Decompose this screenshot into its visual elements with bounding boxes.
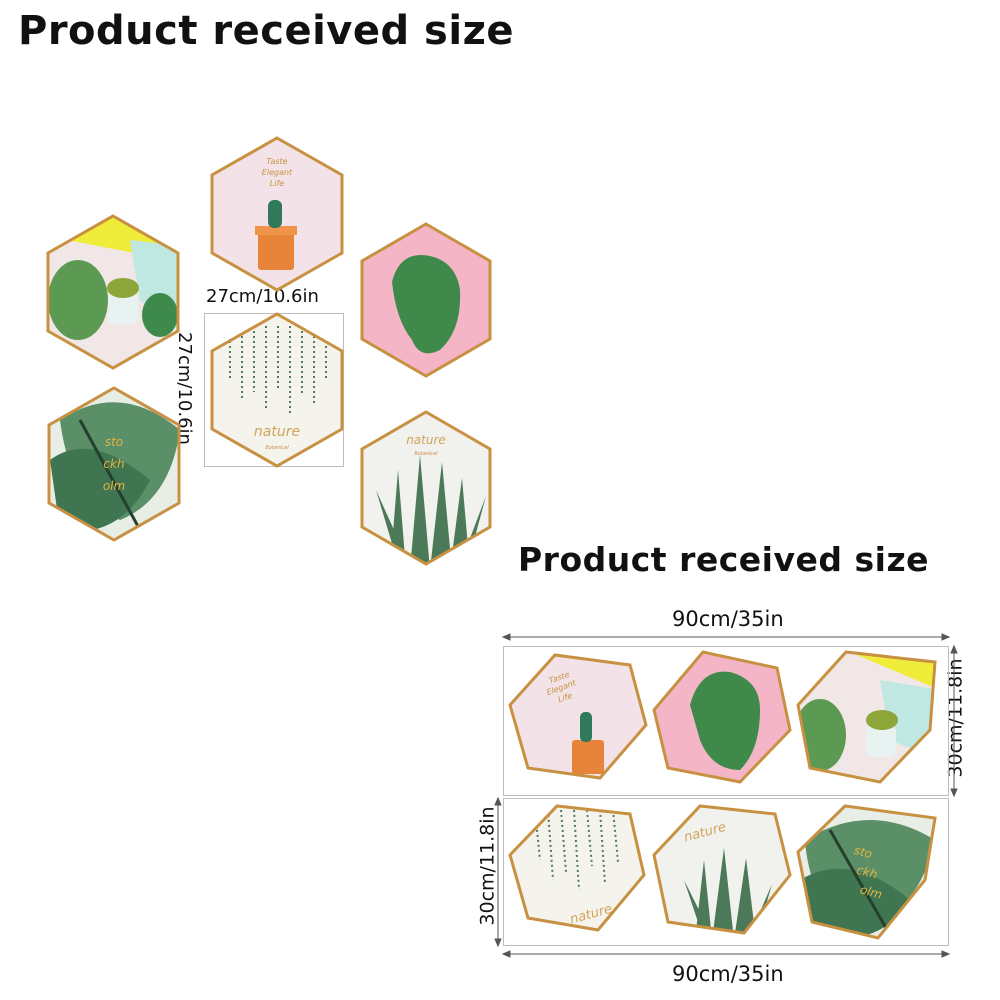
hex-panel-stockholm-leaf — [47, 386, 181, 542]
set-stockholm-2: ckh — [855, 863, 879, 882]
set-hex-succulent-yellow — [796, 650, 937, 784]
set-height-line-right — [950, 644, 958, 798]
nature-text-snake: nature — [406, 433, 446, 447]
stockholm-text-3: olm — [103, 479, 125, 493]
hex-panel-cactus-pot — [210, 136, 344, 292]
hex-panel-cactus-pink — [360, 222, 492, 378]
single-width-label: 27cm/10.6in — [206, 286, 319, 307]
set-width-line-bottom — [501, 950, 951, 958]
set-row-bottom-outline — [503, 798, 949, 946]
taste-text-line2: Elegant — [262, 168, 293, 177]
stockholm-text-1: sto — [105, 435, 123, 449]
nature-text-single: nature — [254, 424, 300, 440]
hex-panel-hanging-vine — [210, 312, 344, 468]
set-hex-stockholm-leaf — [796, 804, 937, 940]
set-row-top-outline — [503, 646, 949, 796]
botanical-text-snake: Botanical — [414, 451, 438, 457]
taste-text-line3: Life — [270, 179, 284, 188]
set-width-line-top — [501, 633, 951, 641]
set-height-line-left — [494, 796, 502, 948]
set-hex-cactus-pot — [508, 653, 648, 780]
set-stockholm-1: sto — [852, 843, 873, 861]
section-title: Product received size — [518, 540, 930, 579]
botanical-text-single: Botanical — [265, 445, 289, 451]
set-stockholm-3: olm — [858, 882, 883, 901]
stockholm-text-2: ckh — [103, 457, 124, 471]
page-title: Product received size — [18, 8, 514, 54]
set-hex-cactus-pink — [652, 650, 792, 784]
set-width-label-bottom: 90cm/35in — [672, 962, 784, 986]
set-width-label-top: 90cm/35in — [672, 607, 784, 631]
taste-text-line1: Taste — [266, 157, 287, 166]
hex-panel-succulent-yellow — [46, 214, 180, 370]
